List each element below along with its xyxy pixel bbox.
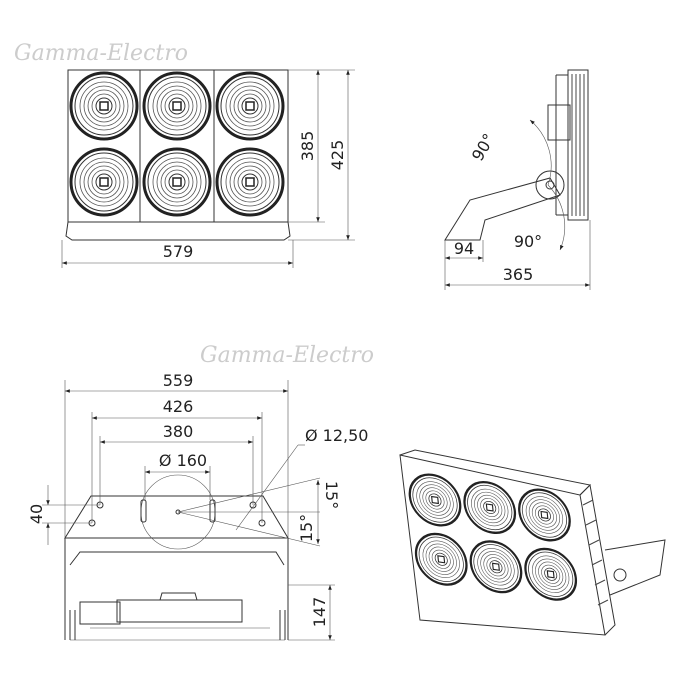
dim-angle-down: 90° <box>514 232 542 251</box>
led-module <box>215 71 285 141</box>
isometric-view <box>399 449 666 636</box>
watermark-top: Gamma-Electro <box>14 41 188 66</box>
dim-body-height: 385 <box>298 131 317 162</box>
dim-width: 579 <box>163 242 194 261</box>
led-module <box>69 147 139 217</box>
led-module <box>215 147 285 217</box>
dim-depth: 147 <box>310 597 329 628</box>
dim-angle-up: 90° <box>468 130 499 164</box>
dim-bracket-depth: 94 <box>454 239 474 258</box>
dim-hole-diameter: Ø 12,50 <box>305 426 368 445</box>
dim-total-depth: 365 <box>503 265 534 284</box>
front-view: 579 385 425 <box>61 69 355 268</box>
dim-hole-spacing-inner: 380 <box>163 422 194 441</box>
led-module <box>142 71 212 141</box>
dim-hole-offset: 40 <box>27 504 46 524</box>
dim-tilt-down: 15° <box>297 514 316 542</box>
led-module <box>69 71 139 141</box>
mount-view: 559 426 380 Ø 160 Ø 12,50 15° 15° 40 147 <box>27 371 368 641</box>
dim-hole-spacing-outer: 426 <box>163 397 194 416</box>
dim-tilt-up: 15° <box>322 481 341 509</box>
side-view: 90° 90° 94 365 <box>444 69 591 290</box>
dim-width-total: 559 <box>163 371 194 390</box>
watermark-middle: Gamma-Electro <box>200 343 374 368</box>
dim-center-diameter: Ø 160 <box>159 451 207 470</box>
led-module <box>142 147 212 217</box>
dim-total-height: 425 <box>328 140 347 171</box>
